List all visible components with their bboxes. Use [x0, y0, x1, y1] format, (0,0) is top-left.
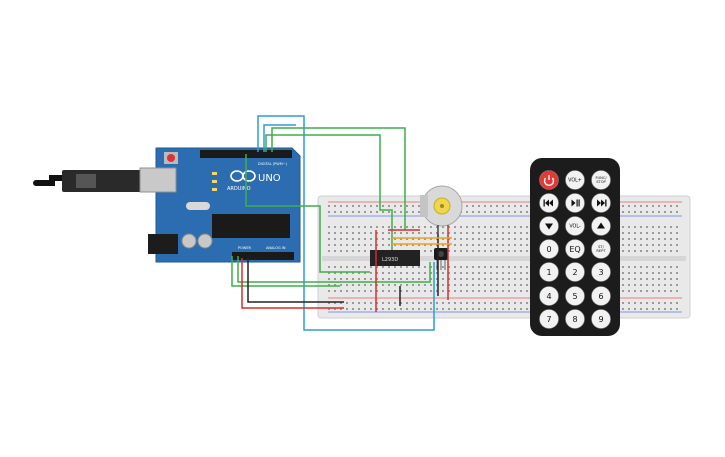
wire-blue: [257, 115, 435, 331]
ir-remote[interactable]: VOL+ FUNC/STOP VOL- 0 EQ ST/REPT 1 2 3 4 5 6 7 8 9: [530, 158, 620, 336]
remote-button[interactable]: [539, 193, 559, 213]
remote-button-label: 0: [546, 245, 551, 254]
wire-green: [271, 127, 406, 230]
remote-button[interactable]: 5: [565, 286, 585, 306]
remote-button-label: 7: [546, 315, 551, 324]
remote-button-label: 9: [598, 315, 603, 324]
analog-label: ANALOG IN: [266, 246, 286, 250]
remote-button[interactable]: [565, 193, 585, 213]
arduino-brand: ARDUINO: [227, 186, 251, 192]
digital-header-label: DIGITAL (PWM~): [258, 162, 288, 166]
remote-button-label: VOL-: [569, 224, 581, 230]
remote-button-label: VOL+: [568, 178, 582, 184]
remote-button[interactable]: 8: [565, 309, 585, 329]
wire-green: [265, 134, 393, 250]
driver-ic-label: L293D: [382, 257, 398, 263]
remote-button[interactable]: 0: [539, 239, 559, 259]
wire-green: [231, 256, 340, 287]
remote-button[interactable]: [539, 216, 559, 236]
wire-blue: [263, 124, 296, 152]
remote-button[interactable]: VOL+: [565, 170, 585, 190]
down-arrow-icon: [545, 223, 553, 230]
wire-red: [241, 258, 344, 309]
wire-black: [247, 258, 344, 303]
arduino-uno-board[interactable]: ARDUINO UNO DIGITAL (PWM~) POWER ANALOG …: [139, 147, 301, 263]
remote-button[interactable]: 2: [565, 262, 585, 282]
power-icon: [543, 175, 555, 187]
remote-button[interactable]: [591, 216, 611, 236]
wires: [231, 115, 452, 331]
remote-button-label: ST/REPT: [596, 245, 606, 253]
l293d-driver-ic[interactable]: L293D: [370, 250, 420, 266]
remote-button-label: 2: [572, 268, 577, 277]
remote-button[interactable]: VOL-: [565, 216, 585, 236]
arduino-logo: [230, 170, 256, 182]
remote-button-label: EQ: [569, 245, 580, 254]
remote-button-label: 3: [598, 268, 603, 277]
remote-button[interactable]: 4: [539, 286, 559, 306]
remote-button[interactable]: 3: [591, 262, 611, 282]
remote-button[interactable]: [539, 170, 559, 190]
power-label: POWER: [238, 246, 252, 250]
remote-button[interactable]: 6: [591, 286, 611, 306]
dc-motor[interactable]: [420, 185, 463, 234]
remote-button-label: 6: [598, 292, 603, 301]
remote-button[interactable]: EQ: [565, 239, 585, 259]
remote-button-label: 4: [546, 292, 551, 301]
wire-green: [237, 256, 431, 283]
skip-forward-icon: [597, 199, 607, 207]
arduino-model: UNO: [258, 173, 281, 184]
remote-button[interactable]: ST/REPT: [591, 239, 611, 259]
up-arrow-icon: [597, 222, 605, 229]
wire-green: [245, 154, 370, 273]
play-pause-icon: [571, 199, 580, 207]
remote-button-label: FUNC/STOP: [595, 176, 607, 184]
skip-back-icon: [543, 199, 553, 207]
remote-buttons: VOL+ FUNC/STOP VOL- 0 EQ ST/REPT 1 2 3 4 5 6 7 8 9: [539, 170, 611, 329]
remote-button-label: 8: [572, 315, 577, 324]
remote-button[interactable]: [591, 193, 611, 213]
remote-button[interactable]: 1: [539, 262, 559, 282]
remote-button-label: 1: [546, 268, 551, 277]
remote-button[interactable]: 9: [591, 309, 611, 329]
remote-button[interactable]: 7: [539, 309, 559, 329]
remote-button-label: 5: [572, 292, 577, 301]
remote-button[interactable]: FUNC/STOP: [591, 170, 611, 190]
